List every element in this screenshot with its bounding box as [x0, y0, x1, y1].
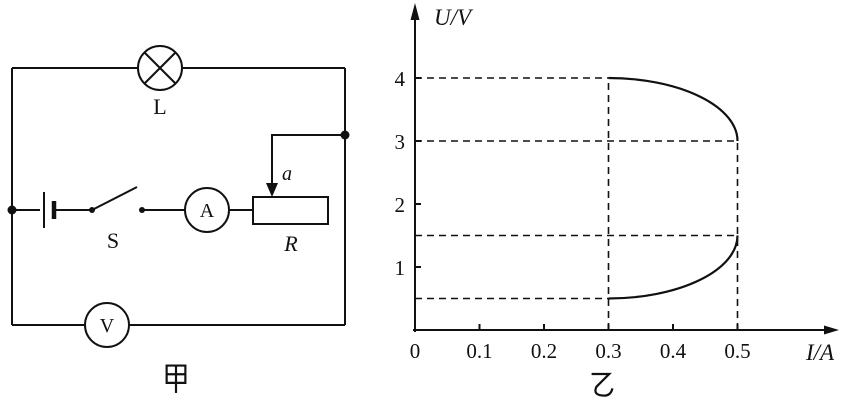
x-tick-label: 0.2 — [531, 339, 557, 363]
voltmeter-symbol: V — [84, 302, 130, 348]
slider-label: a — [282, 163, 292, 185]
ammeter-symbol: A — [184, 187, 230, 233]
lamp-label: L — [153, 94, 166, 119]
x-tick-label: 0.1 — [466, 339, 492, 363]
lamp-symbol — [137, 45, 183, 91]
ammeter-letter: A — [200, 200, 215, 222]
junction-dot-left — [7, 205, 17, 215]
switch-contact-dot — [139, 207, 145, 213]
rheostat-symbol — [252, 183, 329, 225]
y-tick-label: 1 — [395, 256, 406, 280]
x-tick-label: 0.3 — [595, 339, 621, 363]
slider-arrow-icon — [266, 183, 278, 197]
lamp-cross-icon — [143, 51, 177, 85]
rheostat-body — [252, 196, 329, 225]
graph-plot-area: 0 0.1 0.2 0.3 0.4 0.5 1 2 3 4 — [395, 67, 751, 363]
y-axis-arrow-icon — [410, 3, 420, 20]
circuit-wires — [11, 67, 346, 326]
rheostat-label: R — [283, 231, 298, 256]
y-tick-label: 4 — [395, 67, 406, 91]
x-axis-label: I/A — [805, 340, 835, 365]
iv-graph: 0 0.1 0.2 0.3 0.4 0.5 1 2 3 4 U/V I/A — [395, 3, 839, 397]
y-tick-label: 3 — [395, 130, 406, 154]
junction-dot-right — [340, 130, 350, 140]
curve-lower — [608, 235, 739, 300]
circuit-diagram: L S A a R V — [7, 45, 350, 393]
battery-symbol — [43, 192, 57, 228]
x-tick-label: 0.5 — [724, 339, 750, 363]
curve-upper — [608, 76, 739, 142]
switch-symbol — [89, 186, 145, 213]
x-axis-arrow-icon — [824, 325, 839, 335]
x-tick-label: 0.4 — [660, 339, 687, 363]
switch-label: S — [107, 228, 119, 253]
wire-slider — [271, 134, 345, 183]
voltmeter-letter: V — [100, 315, 115, 337]
x-tick-label: 0 — [410, 339, 421, 363]
y-tick-label: 2 — [395, 193, 406, 217]
y-axis-label: U/V — [434, 5, 474, 30]
switch-blade — [91, 186, 138, 211]
voltmeter-circle-icon — [84, 302, 130, 348]
caption-jia-glyph — [165, 364, 187, 393]
ammeter-circle-icon — [184, 187, 230, 233]
x-axis — [413, 325, 839, 335]
caption-yi-glyph — [591, 372, 614, 397]
y-axis — [410, 3, 420, 332]
